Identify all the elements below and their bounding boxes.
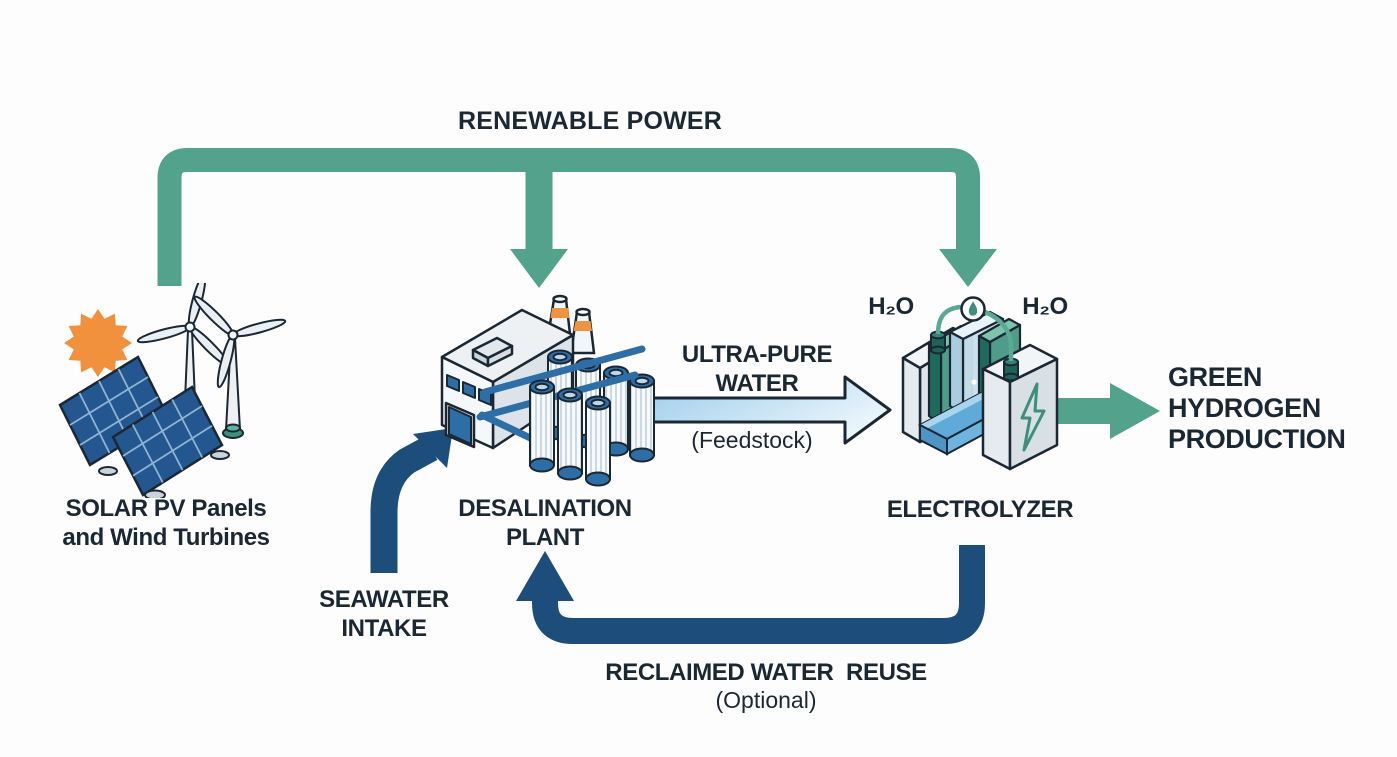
filter-cylinders: [529, 379, 611, 487]
renewable-arrowhead-desalination: [510, 249, 568, 288]
electrolyzer-icon: [901, 296, 1059, 471]
reclaimed-water-label: RECLAIMED WATER REUSE: [605, 659, 927, 686]
electrolyzer-label: ELECTROLYZER: [886, 496, 1074, 523]
electrolyzer-right-slab: [981, 343, 1059, 471]
water-feed-tubes: [935, 296, 1014, 361]
desalination-label-line2: PLANT: [505, 524, 584, 551]
green-hydrogen-line1: GREEN: [1168, 362, 1263, 392]
renewable-power-arrow: [157, 148, 997, 288]
seawater-intake-arrow: [370, 428, 453, 573]
solar-wind-icon: [58, 283, 287, 498]
renewable-power-label: RENEWABLE POWER: [457, 107, 723, 135]
feedstock-note: (Feedstock): [691, 427, 813, 453]
green-hydrogen-arrow: [1058, 383, 1160, 439]
ultra-pure-line2: WATER: [715, 370, 799, 397]
ultra-pure-water-label: ULTRA-PURE WATER: [681, 340, 833, 398]
lightning-bolt-icon: [1020, 382, 1046, 452]
h2o-right-label: H₂O: [1022, 293, 1068, 320]
desalination-label: DESALINATION PLANT: [458, 494, 632, 552]
solar-panel-icon: [111, 385, 230, 498]
renewable-arrowhead-electrolyzer: [939, 249, 997, 287]
ultra-pure-water-arrow: [650, 375, 892, 445]
droplet-icon: [968, 301, 978, 316]
wind-turbine-icon: [193, 295, 287, 439]
solar-wind-label: SOLAR PV Panels and Wind Turbines: [62, 494, 270, 552]
desalination-plant-icon: [440, 294, 655, 487]
desalination-label-line1: DESALINATION: [458, 495, 632, 522]
h2o-left-label: H₂O: [868, 293, 914, 320]
solar-wind-label-line1: SOLAR PV Panels: [65, 495, 267, 522]
green-hydrogen-label: GREEN HYDROGEN PRODUCTION: [1168, 362, 1346, 455]
seawater-intake-line2: INTAKE: [341, 615, 427, 642]
solar-wind-label-line2: and Wind Turbines: [62, 524, 270, 551]
ultra-pure-line1: ULTRA-PURE: [681, 341, 833, 368]
seawater-intake-label: SEAWATER INTAKE: [319, 585, 449, 643]
green-hydrogen-line3: PRODUCTION: [1168, 424, 1346, 454]
reclaimed-water-arrow: [516, 545, 985, 644]
green-hydrogen-line2: HYDROGEN: [1168, 393, 1321, 423]
optional-note: (Optional): [715, 687, 817, 713]
seawater-intake-line1: SEAWATER: [319, 586, 449, 613]
sun-icon: [64, 309, 132, 377]
